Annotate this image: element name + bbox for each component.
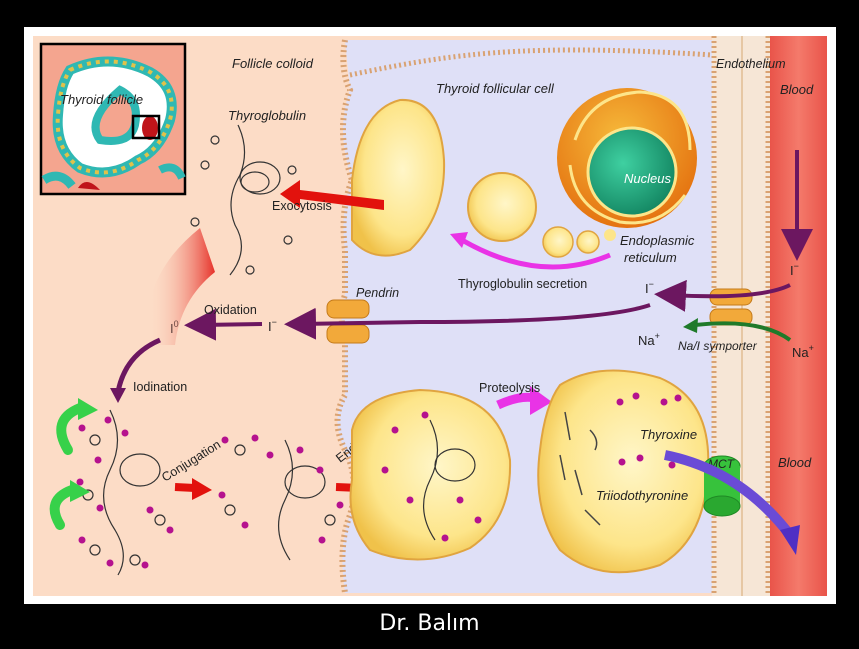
thyroxine-label: Thyroxine bbox=[640, 427, 697, 442]
nucleus-er-complex bbox=[557, 88, 697, 241]
degraded-fragments bbox=[559, 411, 601, 526]
thyroxine-molecule bbox=[616, 392, 682, 406]
exocytosis-vesicle bbox=[351, 98, 446, 257]
na-cell: Na+ bbox=[638, 331, 660, 348]
green-arrow-lower bbox=[49, 485, 77, 530]
thyroglobulin-molecule-colloid bbox=[190, 124, 297, 276]
endocytosed-thyroglobulin bbox=[381, 411, 482, 542]
triiodothyronine-label: Triiodothyronine bbox=[596, 488, 688, 503]
iodination-funnel bbox=[148, 228, 215, 345]
blood-vessel bbox=[770, 36, 827, 596]
triiodothyronine-molecule bbox=[618, 454, 676, 469]
proteolysis-arrowhead bbox=[530, 386, 552, 415]
iodination-arrow bbox=[115, 337, 162, 393]
iodination-label: Iodination bbox=[133, 380, 187, 394]
cell-junction bbox=[349, 47, 713, 78]
na-blood: Na+ bbox=[792, 343, 814, 360]
conjugation-arrowhead bbox=[192, 478, 212, 500]
secretion-arrowhead bbox=[450, 232, 468, 248]
thyroglobulin-secretion-arrow bbox=[460, 237, 611, 270]
iodinated-thyroglobulin bbox=[76, 409, 174, 576]
pendrin-transporter bbox=[326, 299, 370, 344]
iodide-uptake-arrow bbox=[654, 279, 791, 312]
sodium-arrowhead bbox=[683, 318, 698, 333]
conjugation-arrow bbox=[174, 483, 196, 492]
thyroglobulin-label: Thyroglobulin bbox=[228, 108, 306, 123]
thyroid-follicle-label: Thyroid follicle bbox=[60, 92, 143, 107]
thyroid-follicle-inset bbox=[39, 42, 187, 196]
oxidation-label: Oxidation bbox=[204, 303, 257, 317]
i-minus-oxidation: I− bbox=[268, 317, 277, 334]
thyroglobulin-secretion-label: Thyroglobulin secretion bbox=[458, 277, 587, 291]
secretion-vesicle-small bbox=[576, 230, 600, 254]
hormone-release-arrowhead bbox=[780, 525, 800, 555]
reticulum-label: reticulum bbox=[624, 250, 677, 265]
sodium-arrow bbox=[694, 321, 792, 342]
endothelium-label: Endothelium bbox=[716, 57, 786, 71]
iodide-transport-arrow bbox=[284, 303, 651, 340]
exocytosis-arrow bbox=[280, 180, 384, 210]
na-i-symporter-label: Na/I symporter bbox=[678, 339, 758, 353]
endoplasmic-label: Endoplasmic bbox=[620, 233, 695, 248]
follicle-colloid-label: Follicle colloid bbox=[232, 56, 314, 71]
blood-label-top: Blood bbox=[780, 82, 814, 97]
i-minus-blood: I− bbox=[790, 261, 799, 278]
pendrin-label: Pendrin bbox=[356, 286, 399, 300]
conjugated-thyroglobulin bbox=[218, 434, 344, 561]
exocytosis-label: Exocytosis bbox=[272, 199, 332, 213]
lysosome-vesicle bbox=[537, 369, 710, 574]
secretion-vesicle-medium bbox=[542, 226, 574, 258]
inset-zoom-box bbox=[131, 114, 161, 140]
endocytosis-vesicle bbox=[349, 388, 512, 561]
green-arrow-lower-head bbox=[70, 480, 90, 502]
green-arrow-upper-head bbox=[78, 398, 98, 420]
secretion-vesicle-large bbox=[467, 172, 537, 242]
green-arrow-upper bbox=[56, 403, 85, 455]
author-caption: Dr. Balım bbox=[379, 611, 480, 636]
proteolysis-label: Proteolysis bbox=[479, 381, 540, 395]
thyroid-follicular-cell-label: Thyroid follicular cell bbox=[436, 81, 555, 96]
oxidation-arrow bbox=[184, 308, 263, 341]
iodination-arrowhead bbox=[110, 388, 126, 403]
i-minus-cell: I− bbox=[645, 279, 654, 296]
nucleus-label: Nucleus bbox=[624, 171, 671, 186]
blood-label-bottom: Blood bbox=[778, 455, 812, 470]
hormone-release-arrow bbox=[664, 450, 794, 539]
